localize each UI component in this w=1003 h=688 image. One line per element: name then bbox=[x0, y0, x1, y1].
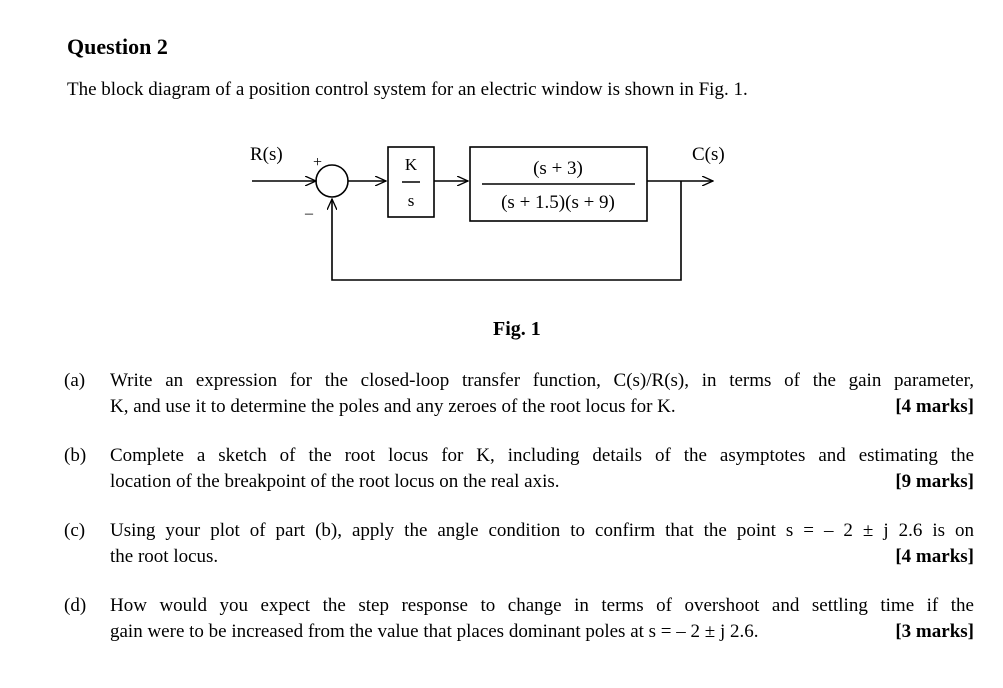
part-text-line: location of the breakpoint of the root l… bbox=[110, 471, 560, 492]
plant-denominator: (s + 1.5)(s + 9) bbox=[501, 192, 615, 213]
controller-denominator: s bbox=[408, 191, 415, 210]
part-text-line: Complete a sketch of the root locus for … bbox=[110, 445, 974, 466]
sum-minus-sign: – bbox=[304, 205, 314, 222]
output-label: C(s) bbox=[692, 144, 725, 165]
marks-label: [9 marks] bbox=[895, 471, 974, 492]
intro-text: The block diagram of a position control … bbox=[67, 79, 748, 100]
part-text-line: Using your plot of part (b), apply the a… bbox=[110, 520, 974, 541]
question-part-c: (c) Using your plot of part (b), apply t… bbox=[64, 518, 974, 570]
marks-label: [4 marks] bbox=[895, 396, 974, 417]
part-text-line: the root locus. bbox=[110, 546, 219, 567]
part-letter: (a) bbox=[64, 370, 86, 391]
plant-block bbox=[469, 146, 648, 222]
feedback-path bbox=[332, 181, 682, 281]
part-text-line: How would you expect the step response t… bbox=[110, 595, 974, 616]
question-part-a: (a) Write an expression for the closed-l… bbox=[64, 368, 974, 420]
question-part-d: (d) How would you expect the step respon… bbox=[64, 593, 974, 645]
question-parts: (a) Write an expression for the closed-l… bbox=[64, 368, 974, 668]
part-letter: (d) bbox=[64, 595, 87, 616]
sum-plus-sign: + bbox=[313, 154, 322, 171]
part-text-line: gain were to be increased from the value… bbox=[110, 621, 759, 642]
part-letter: (c) bbox=[64, 520, 86, 541]
marks-label: [3 marks] bbox=[895, 621, 974, 642]
input-label: R(s) bbox=[250, 144, 283, 165]
block-diagram: R(s) + – K s (s + 3) (s + 1.5)(s + 9) C(… bbox=[250, 144, 725, 281]
marks-label: [4 marks] bbox=[895, 546, 974, 567]
part-text-line: Write an expression for the closed-loop … bbox=[110, 370, 974, 391]
controller-block bbox=[387, 146, 435, 218]
part-letter: (b) bbox=[64, 445, 87, 466]
figure-caption: Fig. 1 bbox=[493, 318, 541, 340]
controller-numerator: K bbox=[405, 155, 418, 174]
plant-numerator: (s + 3) bbox=[533, 158, 583, 179]
part-text-line: K, and use it to determine the poles and… bbox=[110, 396, 676, 417]
question-heading: Question 2 bbox=[67, 34, 168, 59]
question-part-b: (b) Complete a sketch of the root locus … bbox=[64, 443, 974, 495]
